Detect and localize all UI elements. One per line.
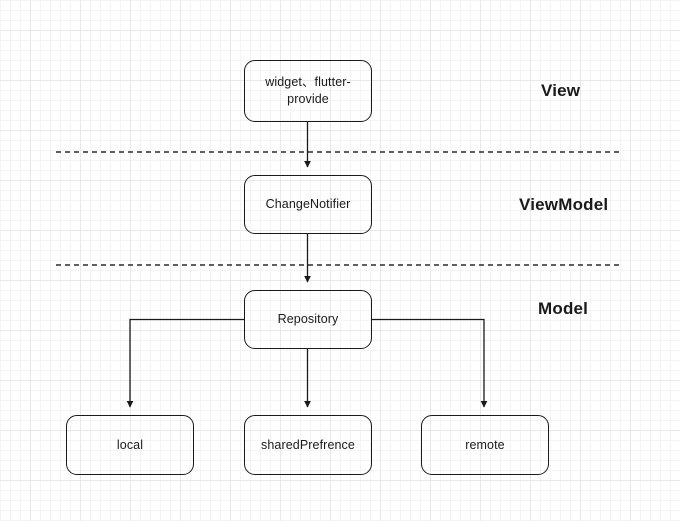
edge-repository-to-remote (372, 318, 488, 408)
node-label: Repository (277, 312, 339, 327)
layer-label-viewmodel: ViewModel (519, 195, 609, 214)
node-label: ChangeNotifier (265, 197, 351, 212)
node-label: sharedPrefrence (261, 437, 355, 452)
node-label: local (116, 437, 144, 452)
node-sharedprefrence[interactable]: sharedPrefrence (244, 415, 372, 475)
layer-label-model: Model (538, 299, 589, 318)
node-local[interactable]: local (66, 415, 194, 475)
node-changenotifier[interactable]: ChangeNotifier (244, 175, 372, 234)
node-remote[interactable]: remote (421, 415, 549, 475)
node-repository[interactable]: Repository (244, 290, 372, 349)
layer-label-view: View (541, 81, 581, 100)
node-label: widget、flutter-provide (265, 75, 351, 106)
edge-repository-to-local (126, 318, 244, 408)
divider-lines (56, 151, 621, 266)
node-label: remote (465, 437, 505, 452)
node-view-widget-flutter-provide[interactable]: widget、flutter-provide (244, 60, 372, 122)
